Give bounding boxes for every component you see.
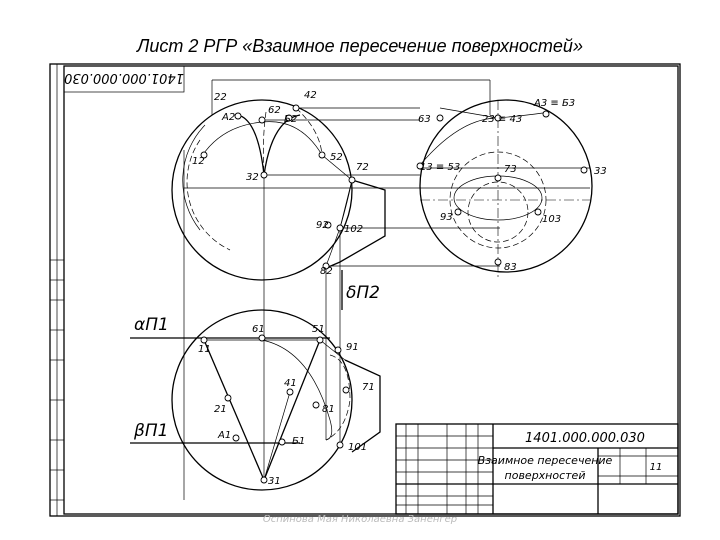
sheet-outer-frame xyxy=(49,63,681,517)
label-4-front: 42 xyxy=(304,90,317,101)
label-10-front: 102 xyxy=(344,224,363,235)
stamp-title-line1: Взаимное пересечение xyxy=(478,454,613,467)
label-1-side: 13 ≡ 53 xyxy=(420,162,460,173)
side-view xyxy=(416,99,593,280)
rotated-code-box xyxy=(63,65,185,93)
footer-faded-text: Оспинова Мая Николаевна Заненгер xyxy=(263,514,457,525)
label-alpha-plane: αП1 xyxy=(134,315,169,335)
label-10-top: 101 xyxy=(348,442,367,453)
top-view-labels: 61 51 11 91 41 71 21 81 A1 Б1 101 31 xyxy=(198,324,375,487)
label-B-front: Б2 xyxy=(284,114,297,125)
label-9-top: 91 xyxy=(346,342,359,353)
slide-title: Лист 2 РГР «Взаимное пересечение поверхн… xyxy=(137,36,583,56)
label-2-top: 21 xyxy=(214,404,227,415)
left-margin-strip xyxy=(50,64,64,516)
label-A-top: A1 xyxy=(217,430,231,441)
label-4-top: 41 xyxy=(284,378,297,389)
label-7-front: 72 xyxy=(356,162,369,173)
label-3-front: 32 xyxy=(246,172,259,183)
label-5-front: 52 xyxy=(330,152,343,163)
label-6-front: 62 xyxy=(268,105,281,116)
side-view-labels: A3 ≡ Б3 63 23 ≡ 43 13 ≡ 53 73 33 93 103 … xyxy=(418,98,607,273)
label-7-side: 73 xyxy=(504,164,517,175)
label-6-side: 63 xyxy=(418,114,431,125)
label-3-side: 33 xyxy=(594,166,607,177)
label-8-front: 82 xyxy=(320,266,333,277)
label-5-top: 51 xyxy=(312,324,325,335)
stamp-sheet-count: 11 xyxy=(650,462,663,473)
label-1-top: 11 xyxy=(198,344,211,355)
rotated-stamp-code: 1401.000.000.030 xyxy=(64,70,184,85)
label-8-side: 83 xyxy=(504,262,517,273)
label-9-side: 93 xyxy=(440,212,453,223)
label-3-top: 31 xyxy=(268,476,281,487)
title-block: 1401.000.000.030 Взаимное пересечение по… xyxy=(395,423,679,515)
label-A-front: A2 xyxy=(221,112,235,123)
label-2-front: 22 xyxy=(214,92,227,103)
label-2-side: 23 ≡ 43 xyxy=(482,114,522,125)
label-10-side: 103 xyxy=(542,214,561,225)
label-delta-plane: δП2 xyxy=(346,283,380,303)
label-6-top: 61 xyxy=(252,324,265,335)
label-beta-plane: βП1 xyxy=(133,421,168,441)
front-view-labels: 22 A2 62 42 Б2 12 32 52 72 92 102 82 xyxy=(192,90,369,277)
label-7-top: 71 xyxy=(362,382,375,393)
label-B-top: Б1 xyxy=(292,436,305,447)
label-1-front: 12 xyxy=(192,156,205,167)
label-8-top: 81 xyxy=(322,404,335,415)
front-view xyxy=(171,79,590,500)
sheet-inner-frame xyxy=(63,65,679,515)
stamp-code: 1401.000.000.030 xyxy=(525,431,645,446)
stamp-title-line2: поверхностей xyxy=(505,469,586,482)
label-9-front: 92 xyxy=(316,220,329,231)
top-view xyxy=(130,309,381,491)
label-A-side: A3 ≡ Б3 xyxy=(533,98,575,109)
